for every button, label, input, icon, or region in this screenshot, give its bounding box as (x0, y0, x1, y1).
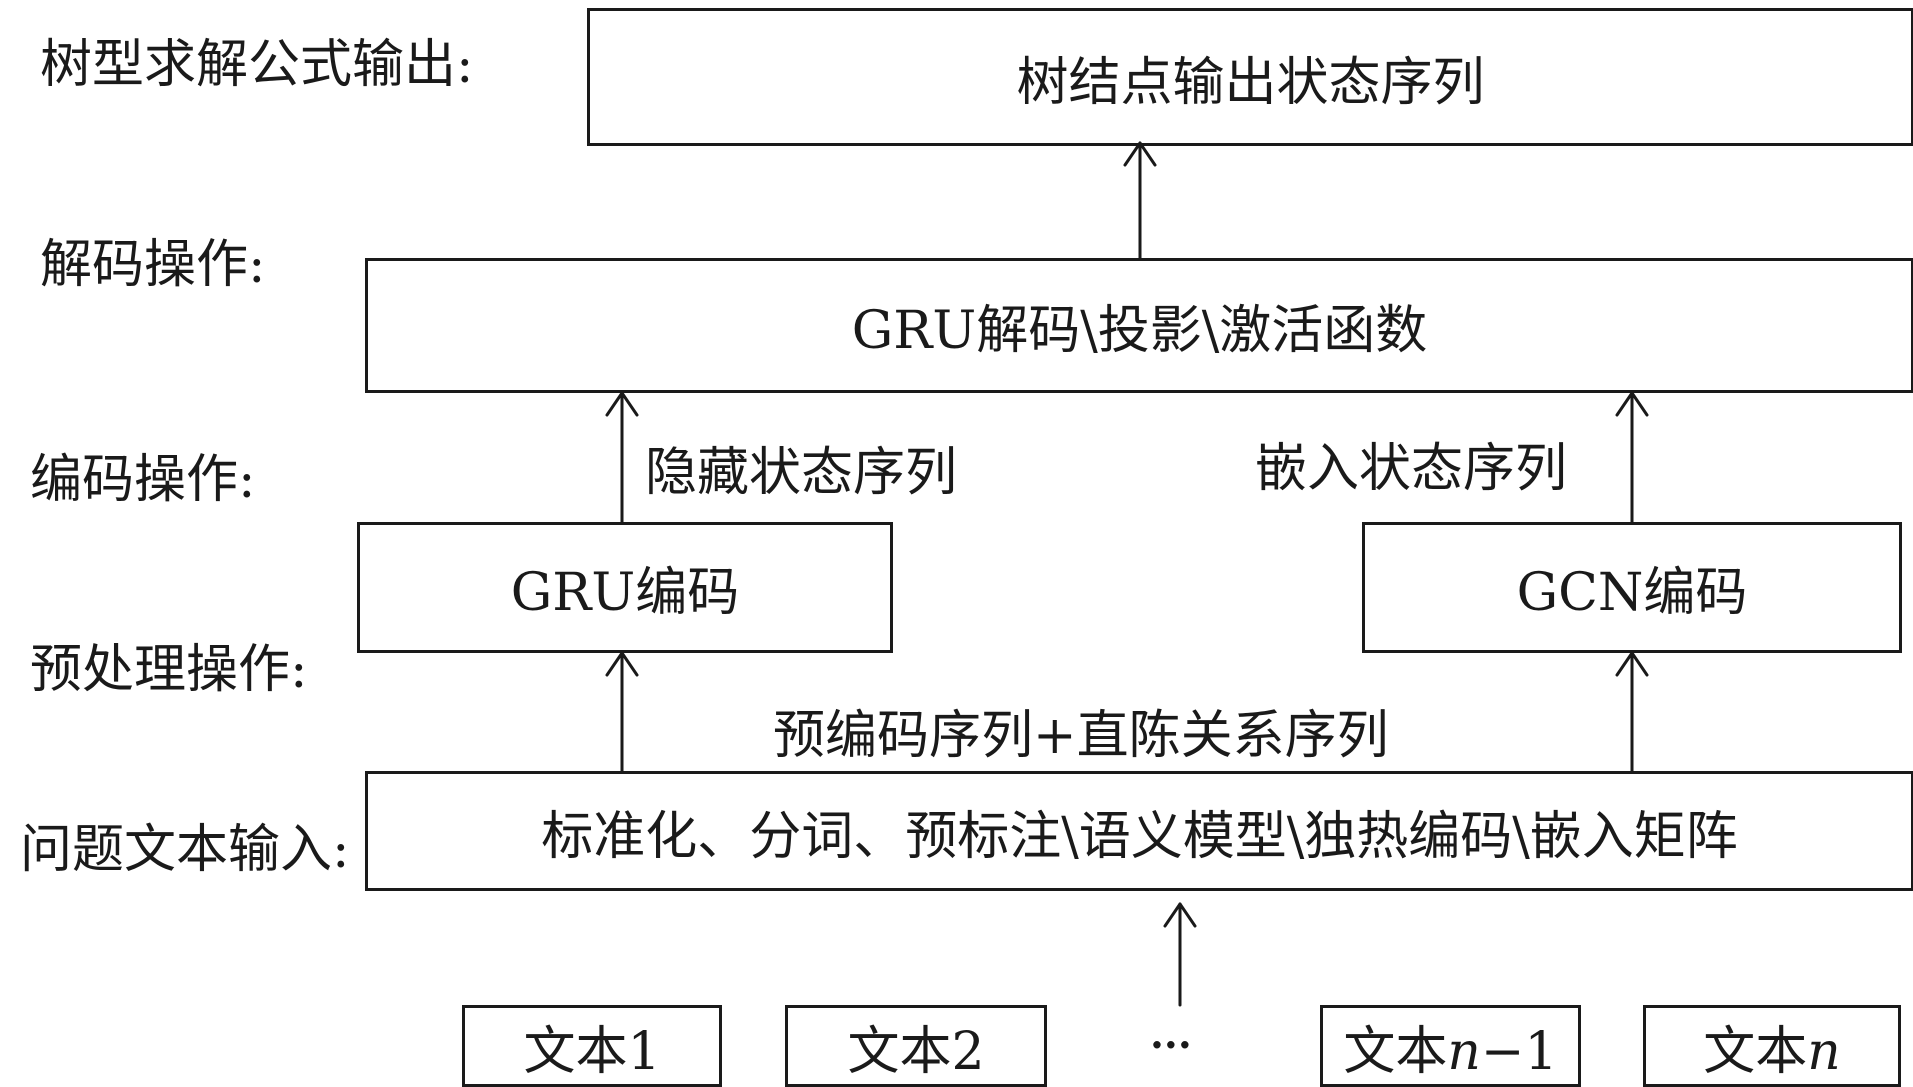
row-label-input: 问题文本输入: (20, 820, 350, 880)
input-text-box-n: 文本n (1643, 1005, 1901, 1087)
input-ellipsis: ··· (1150, 1022, 1192, 1069)
input-text-suffix-n: n (1807, 1021, 1841, 1082)
preprocess-box: 标准化、分词、预标注\语义模型\独热编码\嵌入矩阵 (365, 771, 1913, 891)
arrow-decode-to-output (1123, 141, 1157, 260)
decode-box: GRU解码\投影\激活函数 (365, 258, 1913, 393)
embedding-states-label: 嵌入状态序列 (1255, 439, 1568, 499)
row-label-preprocess: 预处理操作: (30, 640, 308, 700)
row-label-output: 树型求解公式输出: (40, 35, 474, 95)
input-text-box-n-minus-1: 文本n−1 (1320, 1005, 1581, 1087)
gcn-encode-box-text: GCN编码 (1516, 563, 1748, 623)
input-text-box-2: 文本2 (785, 1005, 1047, 1087)
decode-box-text: GRU解码\投影\激活函数 (851, 301, 1428, 361)
pre-encoded-label: 预编码序列+直陈关系序列 (773, 706, 1389, 766)
input-text-suffix-1: 1 (627, 1021, 661, 1082)
hidden-states-label: 隐藏状态序列 (645, 443, 958, 503)
preprocess-box-text: 标准化、分词、预标注\语义模型\独热编码\嵌入矩阵 (541, 806, 1738, 867)
input-text-prefix-n: 文本 (1703, 1021, 1808, 1082)
arrow-input-to-preprocess (1163, 902, 1197, 1007)
gru-encode-box: GRU编码 (357, 522, 893, 653)
row-label-decode: 解码操作: (40, 235, 266, 295)
input-text-suffix-2: 2 (951, 1021, 985, 1082)
output-box: 树结点输出状态序列 (587, 8, 1913, 146)
input-text-box-1: 文本1 (462, 1005, 722, 1087)
arrow-preprocess-to-gcn (1615, 651, 1649, 773)
arrow-gcn-to-decode (1615, 391, 1649, 524)
input-text-suffix-n-minus-1: n (1447, 1021, 1481, 1082)
input-text-prefix-2: 文本 (847, 1021, 952, 1082)
output-box-text: 树结点输出状态序列 (1016, 52, 1485, 113)
row-label-encode: 编码操作: (30, 450, 256, 510)
input-text-prefix-n-minus-1: 文本 (1343, 1021, 1448, 1082)
arrow-preprocess-to-gru (605, 651, 639, 773)
gru-encode-box-text: GRU编码 (510, 563, 740, 623)
arrow-gru-to-decode (605, 391, 639, 524)
input-text-tail-n-minus-1: −1 (1480, 1021, 1558, 1082)
input-text-prefix-1: 文本 (523, 1021, 628, 1082)
